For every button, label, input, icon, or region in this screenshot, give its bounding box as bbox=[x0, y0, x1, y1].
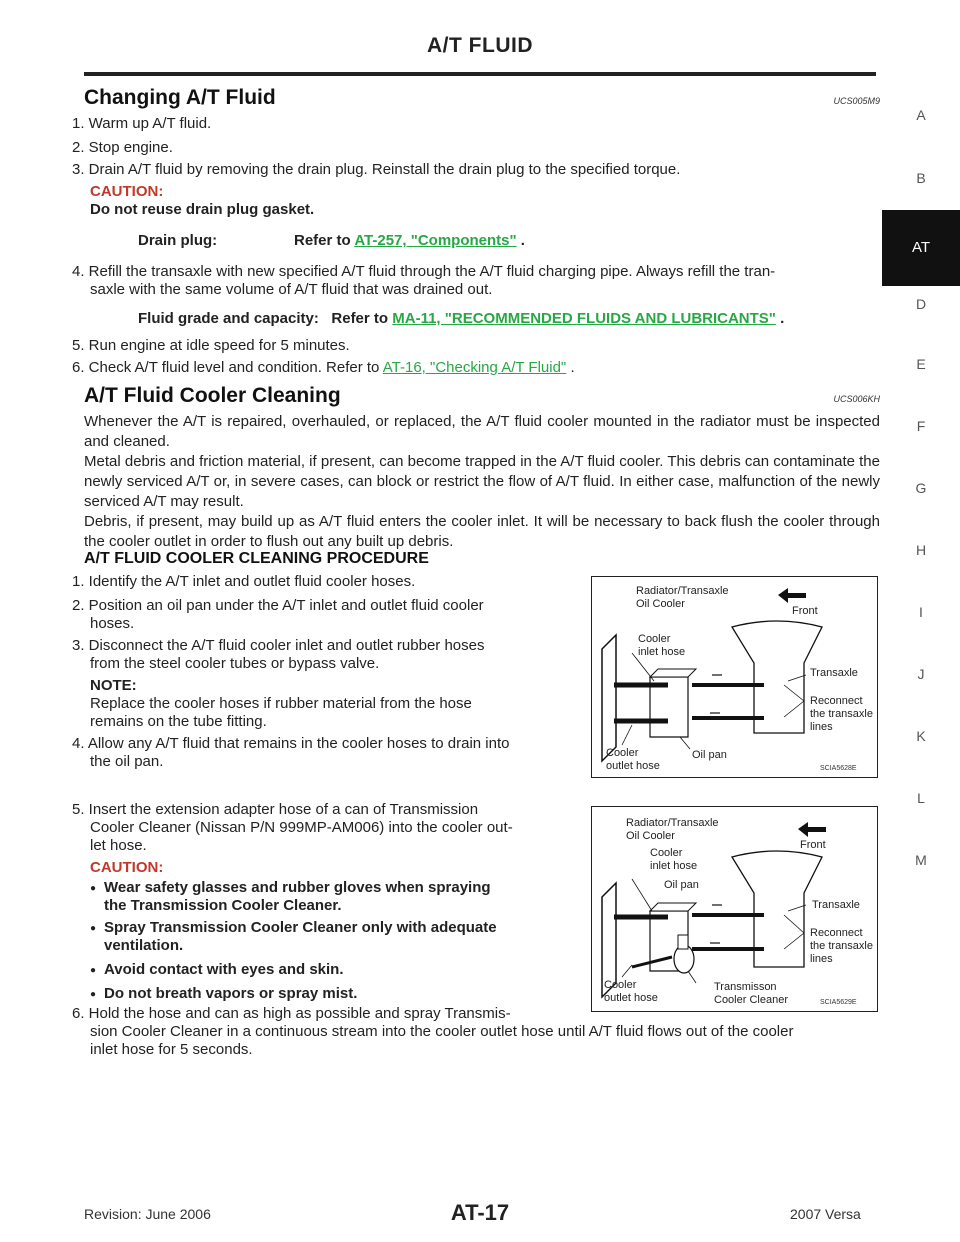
note-line-a: Replace the cooler hoses if rubber mater… bbox=[90, 695, 472, 712]
fig2-label-inlet-1: Cooler bbox=[650, 847, 683, 859]
figure-cooler-cleaner: Radiator/Transaxle Oil Cooler Front Cool… bbox=[591, 806, 878, 1012]
fig1-label-oilcooler: Oil Cooler bbox=[636, 598, 685, 610]
paragraph-debris: Metal debris and friction material, if p… bbox=[84, 453, 880, 510]
link-recommended-fluids[interactable]: MA-11, "RECOMMENDED FLUIDS AND LUBRICANT… bbox=[392, 310, 776, 327]
proc-step-5b: Cooler Cleaner (Nissan P/N 999MP-AM006) … bbox=[90, 819, 513, 836]
side-index-l[interactable]: L bbox=[917, 790, 925, 806]
caution-label: CAUTION: bbox=[90, 183, 164, 200]
side-index-f[interactable]: F bbox=[916, 418, 926, 434]
step-4-line2: saxle with the same volume of A/T fluid … bbox=[90, 281, 493, 298]
fig1-label-outlet-2: outlet hose bbox=[606, 760, 660, 772]
fig1-code: SCIA5628E bbox=[820, 765, 857, 772]
fig1-label-transaxle: Transaxle bbox=[810, 667, 858, 679]
fig1-label-reconnect-1: Reconnect bbox=[810, 695, 863, 707]
proc-step-6a: 6. Hold the hose and can as high as poss… bbox=[72, 1005, 511, 1022]
fig1-label-inlet-1: Cooler bbox=[638, 633, 671, 645]
footer-model: 2007 Versa bbox=[790, 1206, 861, 1222]
proc-step-3a: 3. Disconnect the A/T fluid cooler inlet… bbox=[72, 637, 485, 654]
side-index-at[interactable]: AT bbox=[882, 210, 960, 286]
side-index-i[interactable]: I bbox=[919, 604, 923, 620]
fig1-label-inlet-2: inlet hose bbox=[638, 646, 686, 658]
bullet-safety-1: Wear safety glasses and rubber gloves wh… bbox=[90, 878, 491, 899]
fig1-label-oilpan: Oil pan bbox=[692, 749, 727, 761]
proc-step-3b: from the steel cooler tubes or bypass va… bbox=[90, 655, 380, 672]
section-title-cooler-cleaning: A/T Fluid Cooler Cleaning bbox=[84, 384, 341, 407]
fig2-label-radiator: Radiator/Transaxle bbox=[626, 817, 719, 829]
fig1-label-reconnect-2: the transaxle bbox=[810, 708, 873, 720]
fig2-label-oilpan: Oil pan bbox=[664, 879, 699, 891]
caution2-label: CAUTION: bbox=[90, 859, 164, 876]
paragraph-backflush: Debris, if present, may build up as A/T … bbox=[84, 513, 880, 550]
proc-step-5a: 5. Insert the extension adapter hose of … bbox=[72, 801, 479, 818]
note-line-b: remains on the tube fitting. bbox=[90, 713, 267, 730]
step-3: 3. Drain A/T fluid by removing the drain… bbox=[72, 161, 681, 178]
fig1-label-outlet-1: Cooler bbox=[606, 747, 639, 759]
side-index-m[interactable]: M bbox=[915, 852, 927, 868]
caution-text: Do not reuse drain plug gasket. bbox=[90, 201, 315, 218]
step-4-line1: 4. Refill the transaxle with new specifi… bbox=[72, 263, 776, 280]
side-index-b[interactable]: B bbox=[916, 170, 926, 186]
fig1-label-radiator: Radiator/Transaxle bbox=[636, 585, 729, 597]
proc-step-5c: let hose. bbox=[90, 837, 147, 854]
fig2-label-reconnect-2: the transaxle bbox=[810, 940, 873, 952]
spec-drain-plug-value: Refer to AT-257, "Components" . bbox=[294, 232, 525, 249]
fig2-label-reconnect-1: Reconnect bbox=[810, 927, 863, 939]
proc-step-6c: inlet hose for 5 seconds. bbox=[90, 1041, 253, 1058]
figure-cooler-hoses-drawing bbox=[601, 588, 823, 763]
bullet-ventilation-2: ventilation. bbox=[104, 937, 184, 954]
fig2-label-inlet-2: inlet hose bbox=[650, 860, 698, 872]
side-index-e[interactable]: E bbox=[916, 356, 926, 372]
link-checking-fluid[interactable]: AT-16, "Checking A/T Fluid" bbox=[382, 359, 567, 376]
figure-cooler-hoses: Radiator/Transaxle Oil Cooler Front Cool… bbox=[591, 576, 878, 778]
fig2-label-cleaner-2: Cooler Cleaner bbox=[714, 994, 788, 1006]
proc-step-6b: sion Cooler Cleaner in a continuous stre… bbox=[90, 1023, 794, 1040]
bullet-vapors: Do not breath vapors or spray mist. bbox=[90, 984, 357, 1005]
proc-step-4a: 4. Allow any A/T fluid that remains in t… bbox=[72, 735, 510, 752]
step-1: 1. Warm up A/T fluid. bbox=[72, 115, 212, 132]
fig2-code: SCIA5629E bbox=[820, 999, 857, 1006]
spec-fluid-grade: Fluid grade and capacity: Refer to MA-11… bbox=[138, 310, 785, 327]
fig2-label-cleaner-1: Transmisson bbox=[714, 981, 777, 993]
fig2-label-front: Front bbox=[800, 839, 826, 851]
side-index-h[interactable]: H bbox=[915, 542, 927, 558]
fig2-label-reconnect-3: lines bbox=[810, 953, 833, 965]
fig2-label-transaxle: Transaxle bbox=[812, 899, 860, 911]
fig2-label-outlet-1: Cooler bbox=[604, 979, 637, 991]
section-code: UCS005M9 bbox=[833, 96, 880, 106]
side-index-j[interactable]: J bbox=[917, 666, 925, 682]
proc-step-1: 1. Identify the A/T inlet and outlet flu… bbox=[72, 573, 416, 590]
side-index-d[interactable]: D bbox=[915, 296, 927, 312]
bullet-eyes-skin: Avoid contact with eyes and skin. bbox=[90, 960, 343, 981]
spec-drain-plug-label: Drain plug: bbox=[138, 232, 218, 249]
fig2-label-outlet-2: outlet hose bbox=[604, 992, 658, 1004]
step-5: 5. Run engine at idle speed for 5 minute… bbox=[72, 337, 350, 354]
procedure-title: A/T FLUID COOLER CLEANING PROCEDURE bbox=[84, 550, 429, 567]
section-title-changing-fluid: Changing A/T Fluid bbox=[84, 86, 276, 109]
side-index-g[interactable]: G bbox=[915, 480, 927, 496]
proc-step-2a: 2. Position an oil pan under the A/T inl… bbox=[72, 597, 484, 614]
page-number: AT-17 bbox=[450, 1200, 510, 1225]
header-rule bbox=[84, 72, 876, 76]
figure-cooler-cleaner-drawing bbox=[601, 822, 826, 999]
step-6: 6. Check A/T fluid level and condition. … bbox=[72, 359, 575, 376]
bullet-safety-2: the Transmission Cooler Cleaner. bbox=[104, 897, 342, 914]
side-index-a[interactable]: A bbox=[916, 107, 926, 123]
fig1-label-reconnect-3: lines bbox=[810, 721, 833, 733]
side-index-k[interactable]: K bbox=[916, 728, 926, 744]
page-header-title: A/T FLUID bbox=[427, 34, 533, 57]
note-label: NOTE: bbox=[90, 677, 137, 694]
fig1-label-front: Front bbox=[792, 605, 818, 617]
proc-step-2b: hoses. bbox=[90, 615, 135, 632]
proc-step-4b: the oil pan. bbox=[90, 753, 164, 770]
step-2: 2. Stop engine. bbox=[72, 139, 173, 156]
bullet-ventilation-1: Spray Transmission Cooler Cleaner only w… bbox=[90, 918, 497, 939]
paragraph-intro: Whenever the A/T is repaired, overhauled… bbox=[84, 413, 880, 450]
link-components[interactable]: AT-257, "Components" bbox=[354, 232, 517, 249]
footer-revision: Revision: June 2006 bbox=[84, 1206, 211, 1222]
fig2-label-oilcooler: Oil Cooler bbox=[626, 830, 675, 842]
section2-code: UCS006KH bbox=[833, 394, 880, 404]
